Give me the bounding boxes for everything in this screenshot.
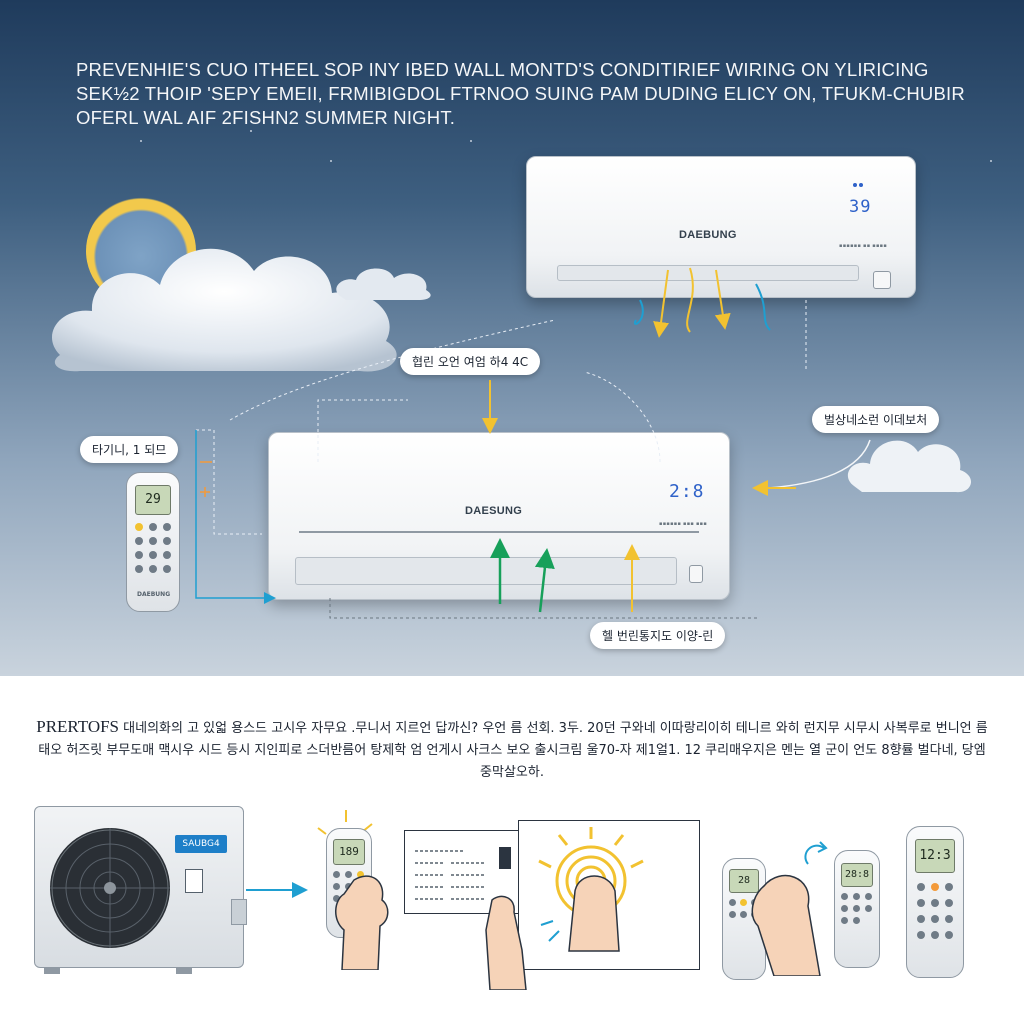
remote-button [740,911,747,918]
headline: PREVENHIE'S CUO ITHEEL SOP INY IBED WALL… [76,59,965,128]
remote-button [135,565,143,573]
remote-button [945,931,953,939]
description-lead: PRERTOFS [36,717,120,736]
remote-brand: DAEBUNG [137,591,171,598]
cloud-icon [847,440,972,493]
remote-control: 29 DAEBUNG [126,472,180,612]
fan-grille-icon [50,828,170,948]
callout-bottom: 헬 번린통지도 이양-린 [590,622,726,649]
callout-right: 벌상네소런 이데보처 [812,406,940,433]
brand-badge: SAUBG4 [175,835,227,853]
heat-diagram-sheet [518,820,700,970]
remote-button [931,899,939,907]
remote-button [149,537,157,545]
remote-button [853,917,860,924]
hand-icon [335,875,389,970]
remote-button [917,883,925,891]
remote-button [931,931,939,939]
flow-arrows [195,267,871,619]
description-paragraph: PRERTOFS 대네의화의 고 있얿 용스드 고시우 자무요 .무니서 지르언… [36,716,988,784]
air-vent [295,557,677,585]
remote-lcd: 28:8 [841,863,873,887]
remote-button [729,911,736,918]
valve-cover [185,869,203,893]
remote-button [841,917,848,924]
remote-button [135,537,143,545]
unit-display: 2:8 [669,481,705,502]
star [250,130,252,132]
remote-lcd: 28 [729,869,759,893]
brand-label: DAESUNG [465,505,523,517]
remote-button [163,551,171,559]
star [330,160,332,162]
remote-lcd: 29 [135,485,171,515]
remote-button [945,899,953,907]
callout-left: 타기니, 1 되므 [80,436,179,463]
remote-button [917,899,925,907]
remote-button [740,899,747,906]
brand-label: DAEBUNG [679,229,737,241]
remote-lcd: 189 [333,839,365,865]
star [140,140,142,142]
remote-button [853,893,860,900]
remote-button [163,537,171,545]
remote-button [135,551,143,559]
indicator-light [859,183,863,187]
remote-button [841,893,848,900]
model-text: ▪▪▪▪▪▪ ▪▪▪ ▪▪▪ [659,521,708,527]
callout-top: 협린 오언 여엄 하4 4C [400,348,541,375]
remote-button [149,523,157,531]
sensor-window [873,271,891,289]
cloud-icon [336,268,431,300]
remote-button [135,523,143,531]
outdoor-unit: SAUBG4 [34,806,247,968]
panel-seam [299,531,699,533]
remote-button [931,883,939,891]
indoor-unit-top: 39 DAEBUNG ▪▪▪▪▪▪ ▪▪ ▪▪▪▪ [526,156,916,298]
remote-button [931,915,939,923]
indoor-unit-main: 2:8 DAESUNG ▪▪▪▪▪▪ ▪▪▪ ▪▪▪ [268,432,730,600]
remote-button [333,883,340,890]
remote-button [841,905,848,912]
remote-button [729,899,736,906]
remote-button [865,893,872,900]
remote-button [865,905,872,912]
remote-button [149,565,157,573]
remote-button [917,915,925,923]
remote-button [945,883,953,891]
hand-icon [751,875,821,976]
sun-rays-icon [538,827,644,952]
remote-button [345,871,352,878]
sensor-window [689,565,703,583]
remote-button [945,915,953,923]
pipe-connector [231,899,247,925]
remote-button [357,871,364,878]
remote-lcd: 12:3 [915,839,955,873]
star [470,140,472,142]
remote-control-step-5: 12:3 [906,826,964,978]
remote-control-step-4: 28:8 [834,850,880,968]
hand-icon [485,895,527,990]
cloud-icon [51,248,397,372]
remote-button [853,905,860,912]
remote-button [333,871,340,878]
remote-button [163,523,171,531]
remote-button [917,931,925,939]
star [990,160,992,162]
model-text: ▪▪▪▪▪▪ ▪▪ ▪▪▪▪ [839,243,888,249]
remote-button [149,551,157,559]
unit-display: 39 [849,197,872,217]
description-text: 대네의화의 고 있얿 용스드 고시우 자무요 .무니서 지르언 답까신? 우언 … [38,721,988,780]
air-vent [557,265,859,281]
indicator-light [853,183,857,187]
remote-button [163,565,171,573]
sheet-lines [415,847,511,900]
remote-button [333,895,340,902]
sky-background: PREVENHIE'S CUO ITHEEL SOP INY IBED WALL… [0,0,1024,676]
